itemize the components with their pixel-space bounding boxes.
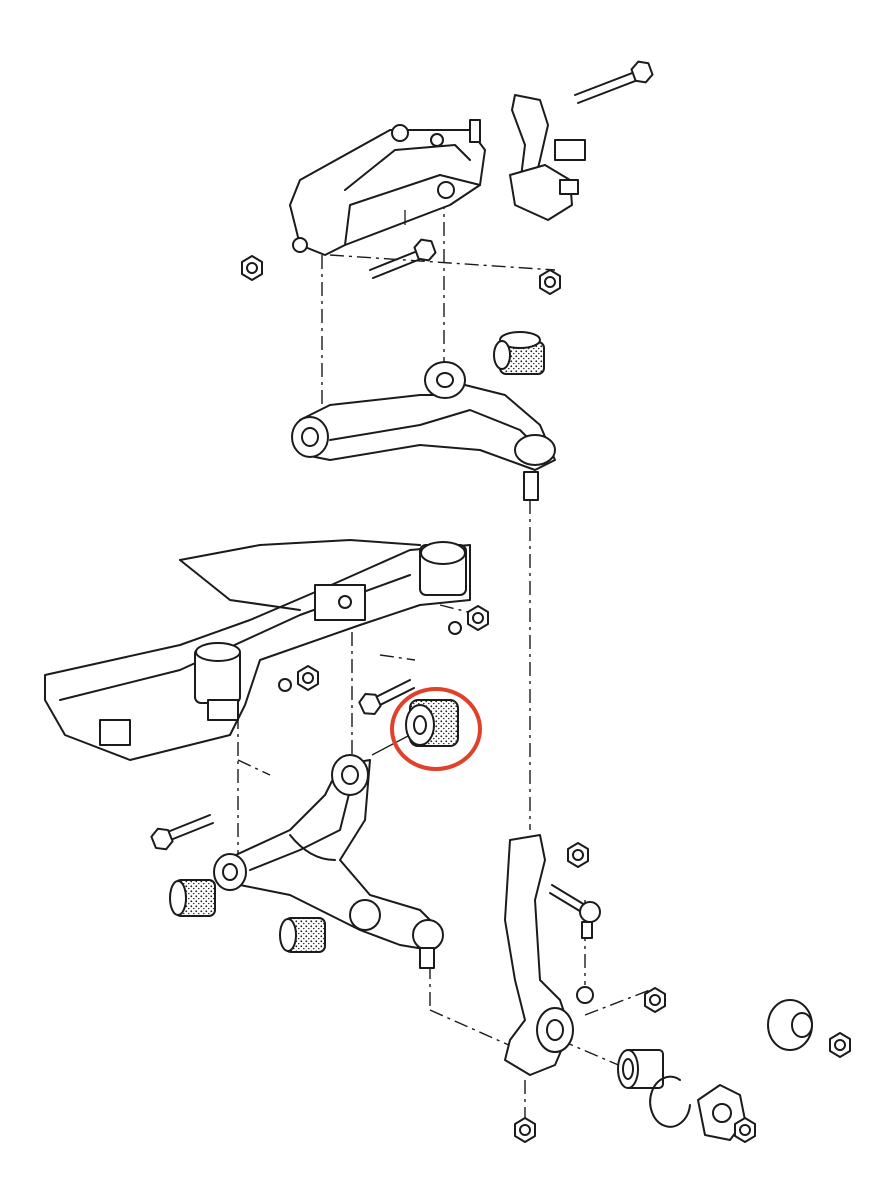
lower-control-arm [213,754,444,969]
snap-ring [649,1075,691,1128]
wheel-bearing [617,1049,664,1089]
subframe-bolt [356,679,415,719]
axle-nut [829,1032,851,1058]
lower-rear-bushing [169,879,216,917]
steering-knuckle [504,834,594,1076]
upper-left-nut [241,255,263,281]
upper-bracket-bolt [574,57,656,104]
washer-left [278,678,292,692]
ball-joint-nut [567,842,589,868]
lower-front-bushing [279,917,326,953]
subframe-nut-right [467,605,489,631]
highlight-circle [390,687,482,771]
lower-control-arm-bushing[interactable] [371,699,459,756]
subframe-nut-left [297,665,319,691]
sensor-bracket [509,94,586,221]
lower-ball-joint-nut [514,1117,536,1143]
upper-carrier-bracket [289,119,486,256]
upper-arm-bushing [493,331,545,375]
upper-right-nut [539,269,561,295]
assembly-guide-lines [237,195,651,1120]
washer-right [448,621,462,635]
hub-nut [734,1117,756,1143]
tie-rod-end [549,884,601,939]
front-subframe [44,539,471,761]
drive-flange [767,999,813,1051]
upper-arm-bolt [369,235,439,279]
lower-arm-bolt [148,814,214,854]
upper-control-arm [291,361,556,501]
knuckle-nut [644,987,666,1013]
